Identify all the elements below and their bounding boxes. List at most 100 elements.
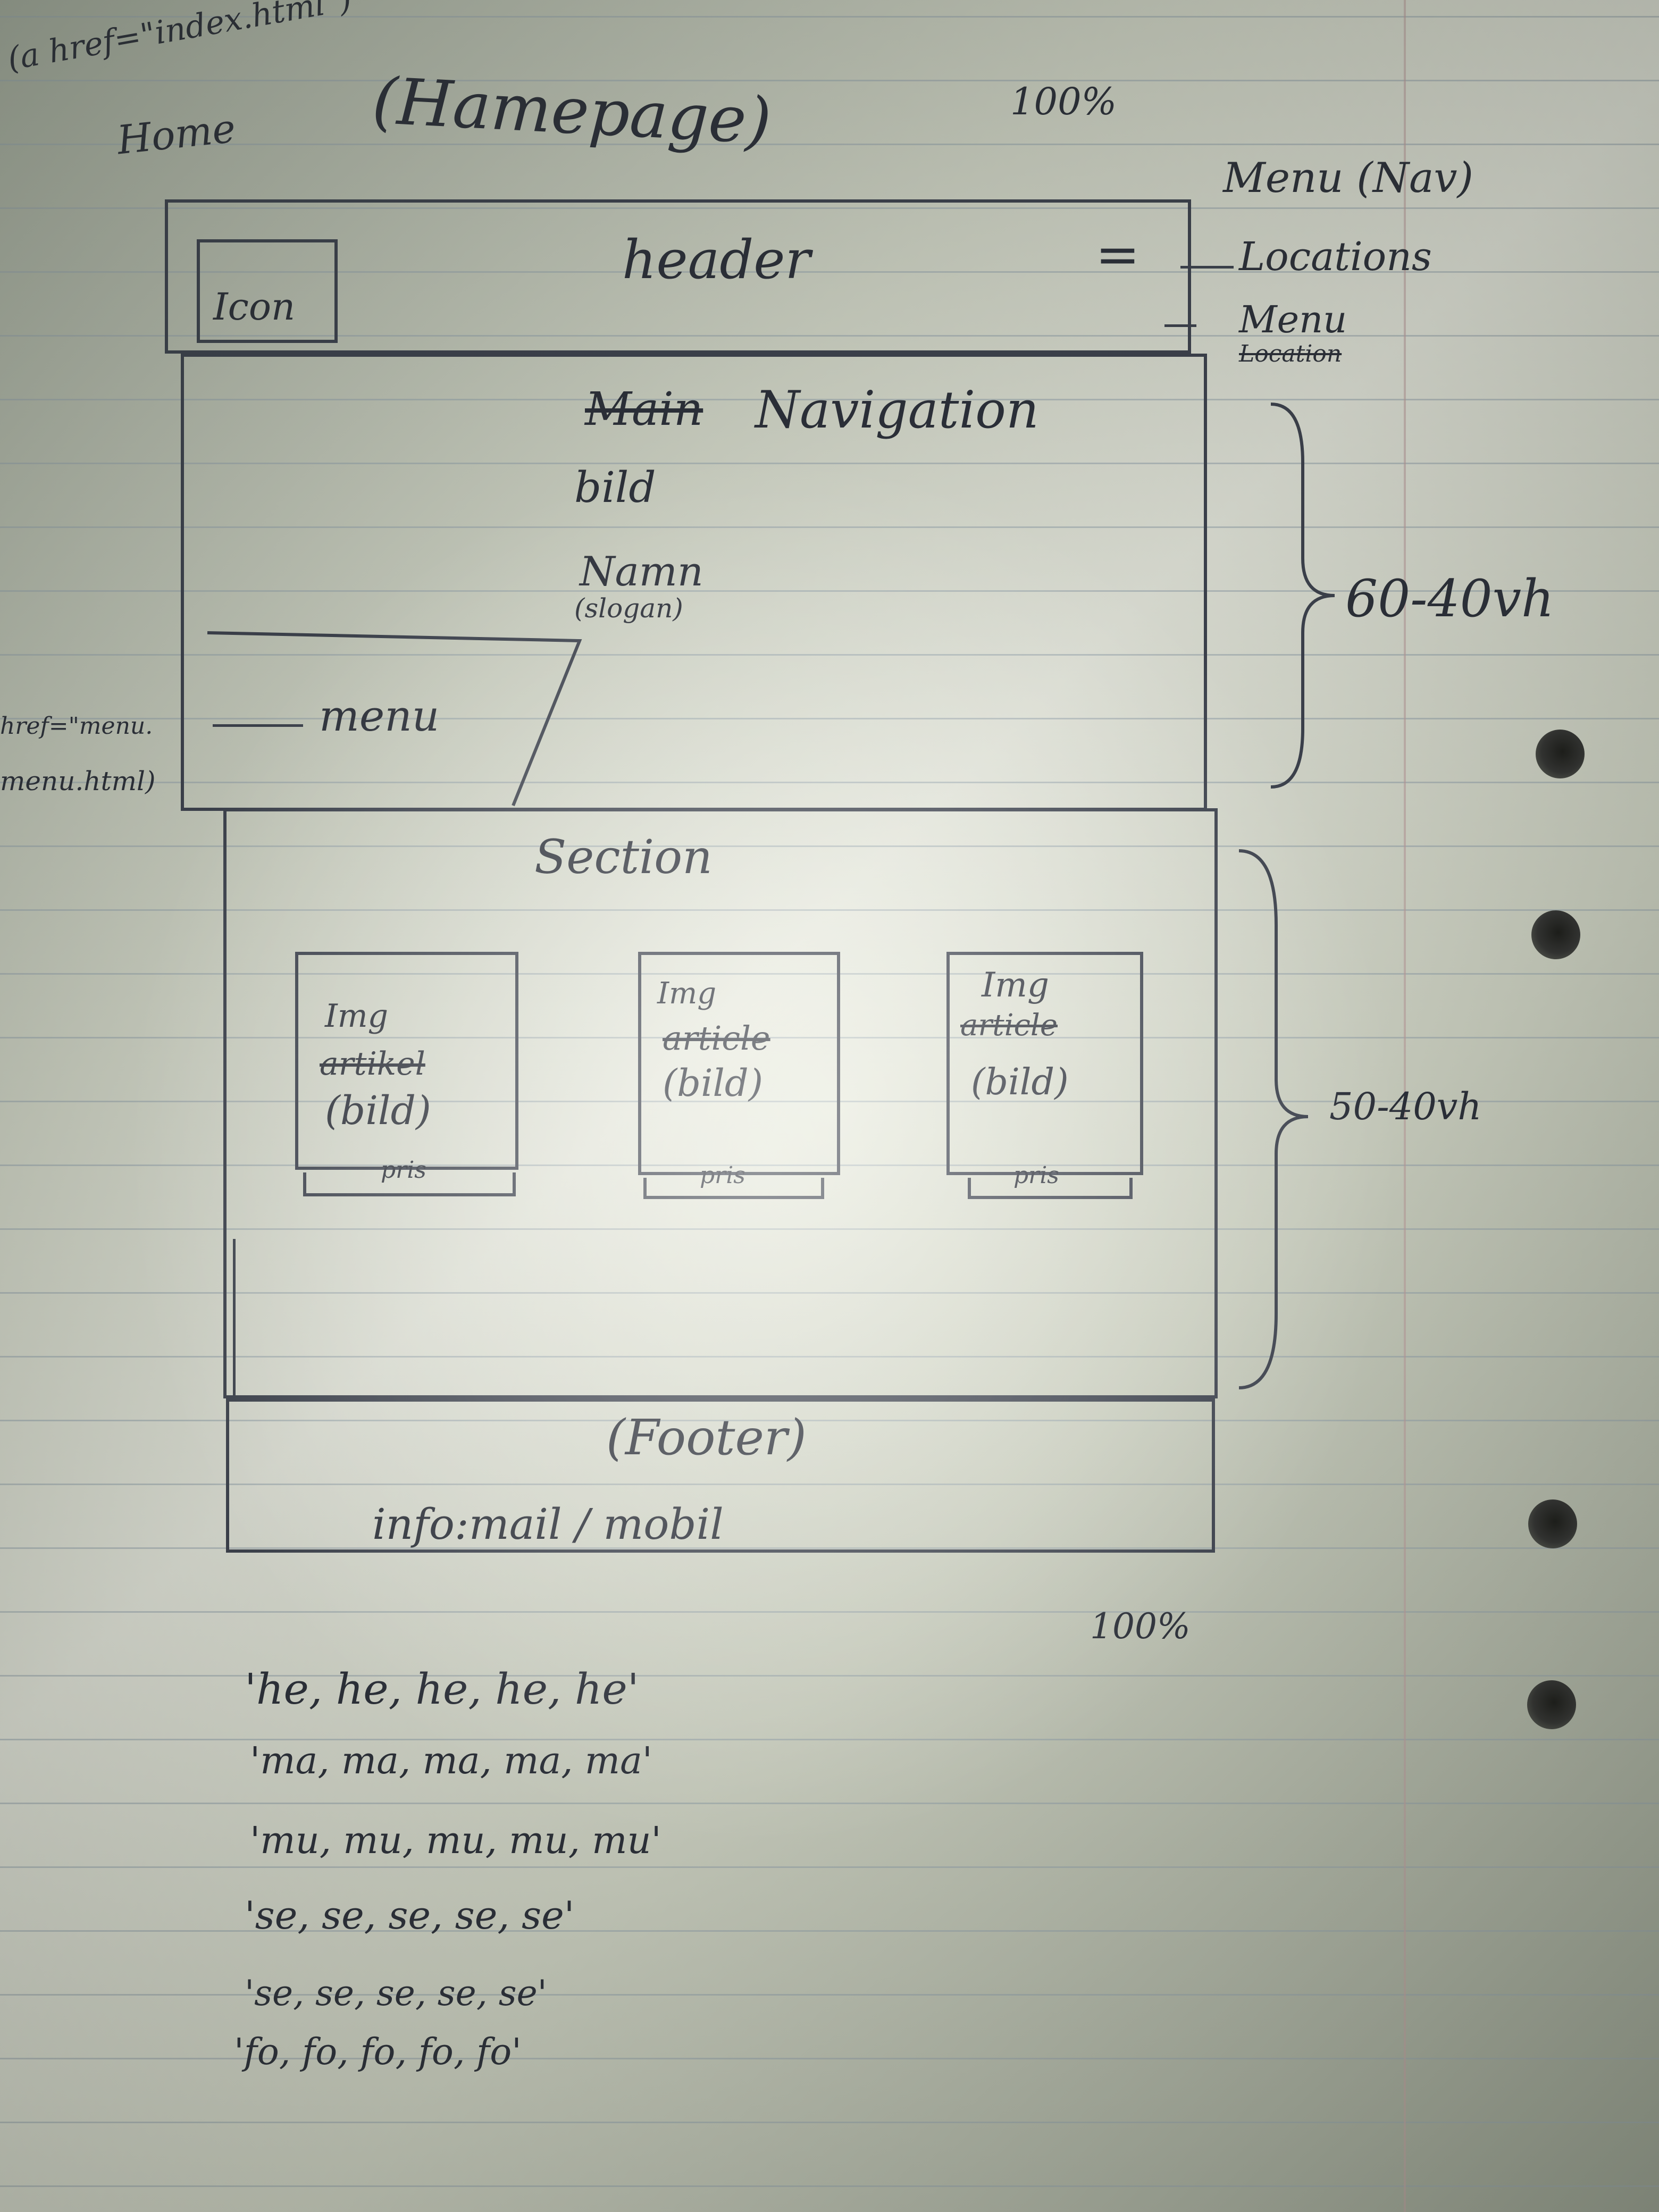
ruled-line <box>0 16 1659 18</box>
card-price-label: pris <box>381 1157 426 1184</box>
note-line: 'se, se, se, se, se' <box>245 1893 575 1938</box>
ruled-line <box>0 2122 1659 2123</box>
ruled-line <box>0 1739 1659 1740</box>
menu-label: menu <box>319 691 440 741</box>
section-label: Section <box>534 830 713 884</box>
hamburger-icon: = <box>1095 223 1140 286</box>
nav-name-label: Namn <box>580 548 703 595</box>
ruled-line <box>0 207 1659 209</box>
ruled-line <box>0 973 1659 975</box>
note-line: 'ma, ma, ma, ma, ma' <box>250 1739 653 1782</box>
ruled-line <box>0 654 1659 656</box>
nav-image-label: bild <box>574 463 656 512</box>
nav-height-brace <box>1270 403 1335 789</box>
header-box <box>165 199 1191 354</box>
pointer-line <box>1164 324 1196 327</box>
margin-line <box>1404 0 1406 2212</box>
card-price-bar: pris <box>303 1157 516 1196</box>
ruled-line <box>0 399 1659 400</box>
card-img-label: Img <box>325 998 389 1035</box>
ruled-line <box>0 1675 1659 1677</box>
width-note-bottom: 100% <box>1090 1606 1191 1647</box>
card-price-bar: pris <box>968 1162 1133 1199</box>
ruled-line <box>0 1101 1659 1102</box>
ruled-line <box>0 526 1659 528</box>
menu-href-annotation: href="menu. <box>0 713 153 740</box>
ruled-line <box>0 1994 1659 1996</box>
ruled-line <box>0 1611 1659 1613</box>
nav-height-note: 60-40vh <box>1345 569 1554 629</box>
punch-hole <box>1527 1680 1576 1729</box>
note-line: 'mu, mu, mu, mu, mu' <box>250 1819 661 1862</box>
ruled-line <box>0 1484 1659 1485</box>
annotation-menu: Menu <box>1239 298 1347 341</box>
ruled-line <box>0 1930 1659 1932</box>
punch-hole <box>1528 1499 1577 1548</box>
ruled-line <box>0 1547 1659 1549</box>
nav-slogan-label: (slogan) <box>574 593 683 624</box>
ruled-line <box>0 845 1659 847</box>
card: Img article (bild) <box>638 952 840 1175</box>
footer-label: (Footer) <box>606 1409 807 1466</box>
note-line: 'se, se, se, se, se' <box>245 1973 547 2014</box>
section-height-brace <box>1238 849 1309 1389</box>
annotation-menu-nav: Menu (Nav) <box>1223 154 1473 202</box>
ruled-line <box>0 590 1659 592</box>
ruled-line <box>0 1228 1659 1230</box>
ruled-line <box>0 80 1659 81</box>
ruled-line <box>0 1420 1659 1421</box>
card: Img article (bild) <box>946 952 1143 1175</box>
navigation-label: Navigation <box>755 380 1039 440</box>
annotation-home: Home <box>115 105 238 164</box>
ruled-line <box>0 335 1659 337</box>
pointer-line <box>1180 266 1234 269</box>
ruled-line <box>0 718 1659 719</box>
card-price-label: pris <box>1013 1162 1059 1189</box>
annotation-locations: Locations <box>1239 234 1432 280</box>
annotation-location-struck: Location <box>1239 340 1342 367</box>
card-price-label: pris <box>700 1162 745 1189</box>
footer-box <box>226 1398 1215 1553</box>
card-article-label: article <box>960 1008 1058 1043</box>
section-inner-line <box>233 1239 236 1398</box>
header-label: header <box>622 229 811 291</box>
ruled-line <box>0 1803 1659 1804</box>
menu-pointer <box>213 724 303 727</box>
card-image-label: (bild) <box>663 1061 764 1105</box>
ruled-line <box>0 144 1659 145</box>
note-line: 'he, he, he, he, he' <box>245 1664 639 1714</box>
ruled-line <box>0 2185 1659 2187</box>
card-img-label: Img <box>657 976 717 1011</box>
card-image-label: (bild) <box>325 1088 431 1134</box>
ruled-line <box>0 1866 1659 1868</box>
ruled-line <box>0 1037 1659 1038</box>
icon-label: Icon <box>213 285 296 329</box>
annotation-href-index: (a href="index.html") <box>4 0 355 78</box>
section-box <box>223 808 1218 1398</box>
ruled-line <box>0 1292 1659 1294</box>
width-note-top: 100% <box>1010 80 1117 123</box>
section-height-note: 50-40vh <box>1329 1085 1482 1128</box>
ruled-line <box>0 1164 1659 1166</box>
ruled-line <box>0 782 1659 783</box>
ruled-line <box>0 909 1659 911</box>
navigation-struck-word: Main <box>585 383 703 436</box>
punch-hole <box>1536 730 1585 778</box>
card-price-bar: pris <box>643 1162 824 1199</box>
ruled-line <box>0 1356 1659 1358</box>
card-article-label: article <box>663 1019 770 1058</box>
header-icon-box: Icon <box>197 239 338 343</box>
ruled-line <box>0 463 1659 464</box>
menu-panel-outline <box>207 631 582 807</box>
card-article-label: artikel <box>320 1045 425 1083</box>
footer-info: info:mail / mobil <box>372 1499 724 1549</box>
card: Img artikel (bild) <box>295 952 518 1170</box>
punch-hole <box>1531 910 1580 959</box>
note-line: 'fo, fo, fo, fo, fo' <box>234 2031 522 2073</box>
card-image-label: (bild) <box>971 1061 1069 1103</box>
card-img-label: Img <box>982 966 1049 1005</box>
menu-file-annotation: menu.html) <box>0 766 156 797</box>
ruled-line <box>0 2058 1659 2059</box>
ruled-line <box>0 271 1659 273</box>
